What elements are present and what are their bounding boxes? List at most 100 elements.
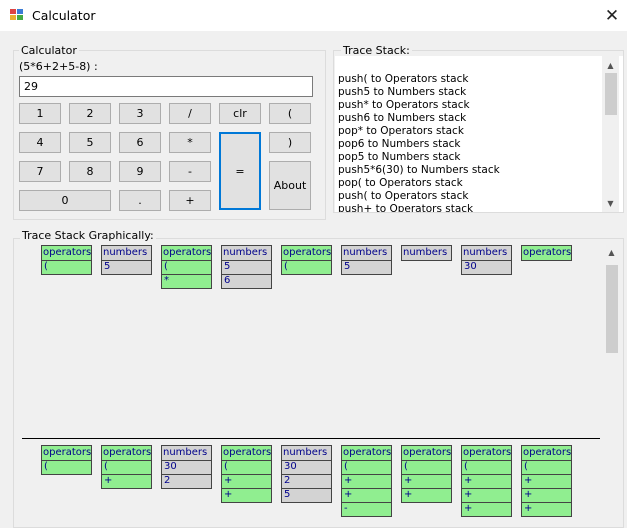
numbers-stack: numbers 5 [341, 245, 392, 275]
stack-cell: + [522, 488, 571, 502]
stack-cell: + [522, 502, 571, 516]
stack-header: operators [343, 447, 391, 458]
stack-cell: + [102, 474, 151, 488]
calculator-legend: Calculator [19, 44, 79, 57]
stack-header: operators [403, 447, 451, 458]
stack-header: numbers [223, 247, 268, 258]
expression-label: (5*6+2+5-8) : [19, 60, 98, 73]
stack-cell: ( [342, 460, 391, 474]
numbers-stack: numbers 30 [461, 245, 512, 275]
stack-header: operators [523, 447, 571, 458]
trace-line: pop( to Operators stack [338, 177, 463, 189]
stack-cell: 30 [282, 460, 331, 474]
stack-header: numbers [403, 247, 448, 258]
digit-0-button[interactable]: 0 [19, 190, 111, 211]
stack-cell: 5 [102, 260, 151, 274]
graphic-scroll-thumb[interactable] [606, 265, 618, 353]
digit-3-button[interactable]: 3 [119, 103, 161, 124]
operators-stack: operators(++ [221, 445, 272, 503]
graphic-scrollbar[interactable]: ▲ [603, 242, 620, 526]
trace-stack-legend: Trace Stack: [341, 44, 412, 57]
digit-1-button[interactable]: 1 [19, 103, 61, 124]
trace-line: pop5 to Numbers stack [338, 151, 461, 163]
equals-button[interactable]: = [219, 132, 261, 210]
right-paren-button[interactable]: ) [269, 132, 311, 153]
digit-2-button[interactable]: 2 [69, 103, 111, 124]
operators-stack: operators( [41, 445, 92, 475]
close-button[interactable]: ✕ [597, 0, 627, 31]
scroll-down-icon[interactable]: ▼ [607, 198, 614, 208]
display-input[interactable]: 29 [19, 76, 313, 97]
digit-5-button[interactable]: 5 [69, 132, 111, 153]
operators-stack: operators ( [281, 245, 332, 275]
stack-header: operators [223, 447, 271, 458]
stack-cell: 30 [162, 460, 211, 474]
stack-cell: ( [402, 460, 451, 474]
stack-cell: 6 [222, 274, 271, 288]
stack-cell: ( [162, 260, 211, 274]
trace-scroll-thumb[interactable] [605, 73, 617, 115]
stack-header: operators [523, 247, 571, 258]
trace-stack-list[interactable]: push( to Operators stack push5 to Number… [335, 56, 623, 212]
operators-stack: operators [521, 245, 572, 261]
stack-cell: ( [102, 460, 151, 474]
close-icon: ✕ [604, 5, 620, 26]
stack-cell: + [462, 502, 511, 516]
stack-cell: 5 [342, 260, 391, 274]
scroll-up-icon[interactable]: ▲ [607, 60, 614, 70]
digit-8-button[interactable]: 8 [69, 161, 111, 182]
operators-stack: operators ( [41, 245, 92, 275]
calculator-group [13, 50, 326, 220]
stack-header: operators [43, 247, 91, 258]
trace-line: pop6 to Numbers stack [338, 138, 461, 150]
stack-header: operators [163, 247, 211, 258]
decimal-button[interactable]: . [119, 190, 161, 211]
trace-line: push( to Operators stack [338, 73, 469, 85]
stack-cell: 2 [282, 474, 331, 488]
digit-7-button[interactable]: 7 [19, 161, 61, 182]
stack-header: numbers [343, 247, 388, 258]
trace-line: pop* to Operators stack [338, 125, 464, 137]
stack-header: operators [463, 447, 511, 458]
stack-cell: 30 [462, 260, 511, 274]
stack-cell: + [342, 488, 391, 502]
trace-scrollbar[interactable]: ▲ ▼ [602, 56, 619, 212]
plus-button[interactable]: + [169, 190, 211, 211]
stack-cell: - [342, 502, 391, 516]
stack-cell: + [222, 474, 271, 488]
trace-graphic-legend: Trace Stack Graphically: [20, 229, 156, 242]
stack-cell: ( [222, 460, 271, 474]
numbers-stack: numbers [401, 245, 452, 261]
operators-stack: operators(++- [341, 445, 392, 517]
divide-button[interactable]: / [169, 103, 211, 124]
stack-cell: + [402, 474, 451, 488]
title-bar: Calculator ✕ [0, 0, 627, 31]
clear-button[interactable]: clr [219, 103, 261, 124]
digit-9-button[interactable]: 9 [119, 161, 161, 182]
stack-cell: * [162, 274, 211, 288]
stack-cell: 5 [282, 488, 331, 502]
multiply-button[interactable]: * [169, 132, 211, 153]
stack-cell: ( [42, 260, 91, 274]
stack-header: operators [103, 447, 151, 458]
stack-header: numbers [463, 247, 508, 258]
about-button[interactable]: About [269, 161, 311, 210]
trace-stack-group [333, 50, 624, 213]
stack-header: numbers [163, 447, 208, 458]
window-title: Calculator [32, 8, 96, 23]
left-paren-button[interactable]: ( [269, 103, 311, 124]
stack-cell: ( [282, 260, 331, 274]
stack-header: operators [283, 247, 331, 258]
digit-6-button[interactable]: 6 [119, 132, 161, 153]
digit-4-button[interactable]: 4 [19, 132, 61, 153]
trace-line: push* to Operators stack [338, 99, 470, 111]
scroll-up-icon[interactable]: ▲ [608, 247, 615, 257]
calculator-app-icon [10, 9, 24, 21]
stack-cell: ( [462, 460, 511, 474]
minus-button[interactable]: - [169, 161, 211, 182]
operators-stack: operators(++ [401, 445, 452, 503]
stack-cell: 5 [222, 260, 271, 274]
